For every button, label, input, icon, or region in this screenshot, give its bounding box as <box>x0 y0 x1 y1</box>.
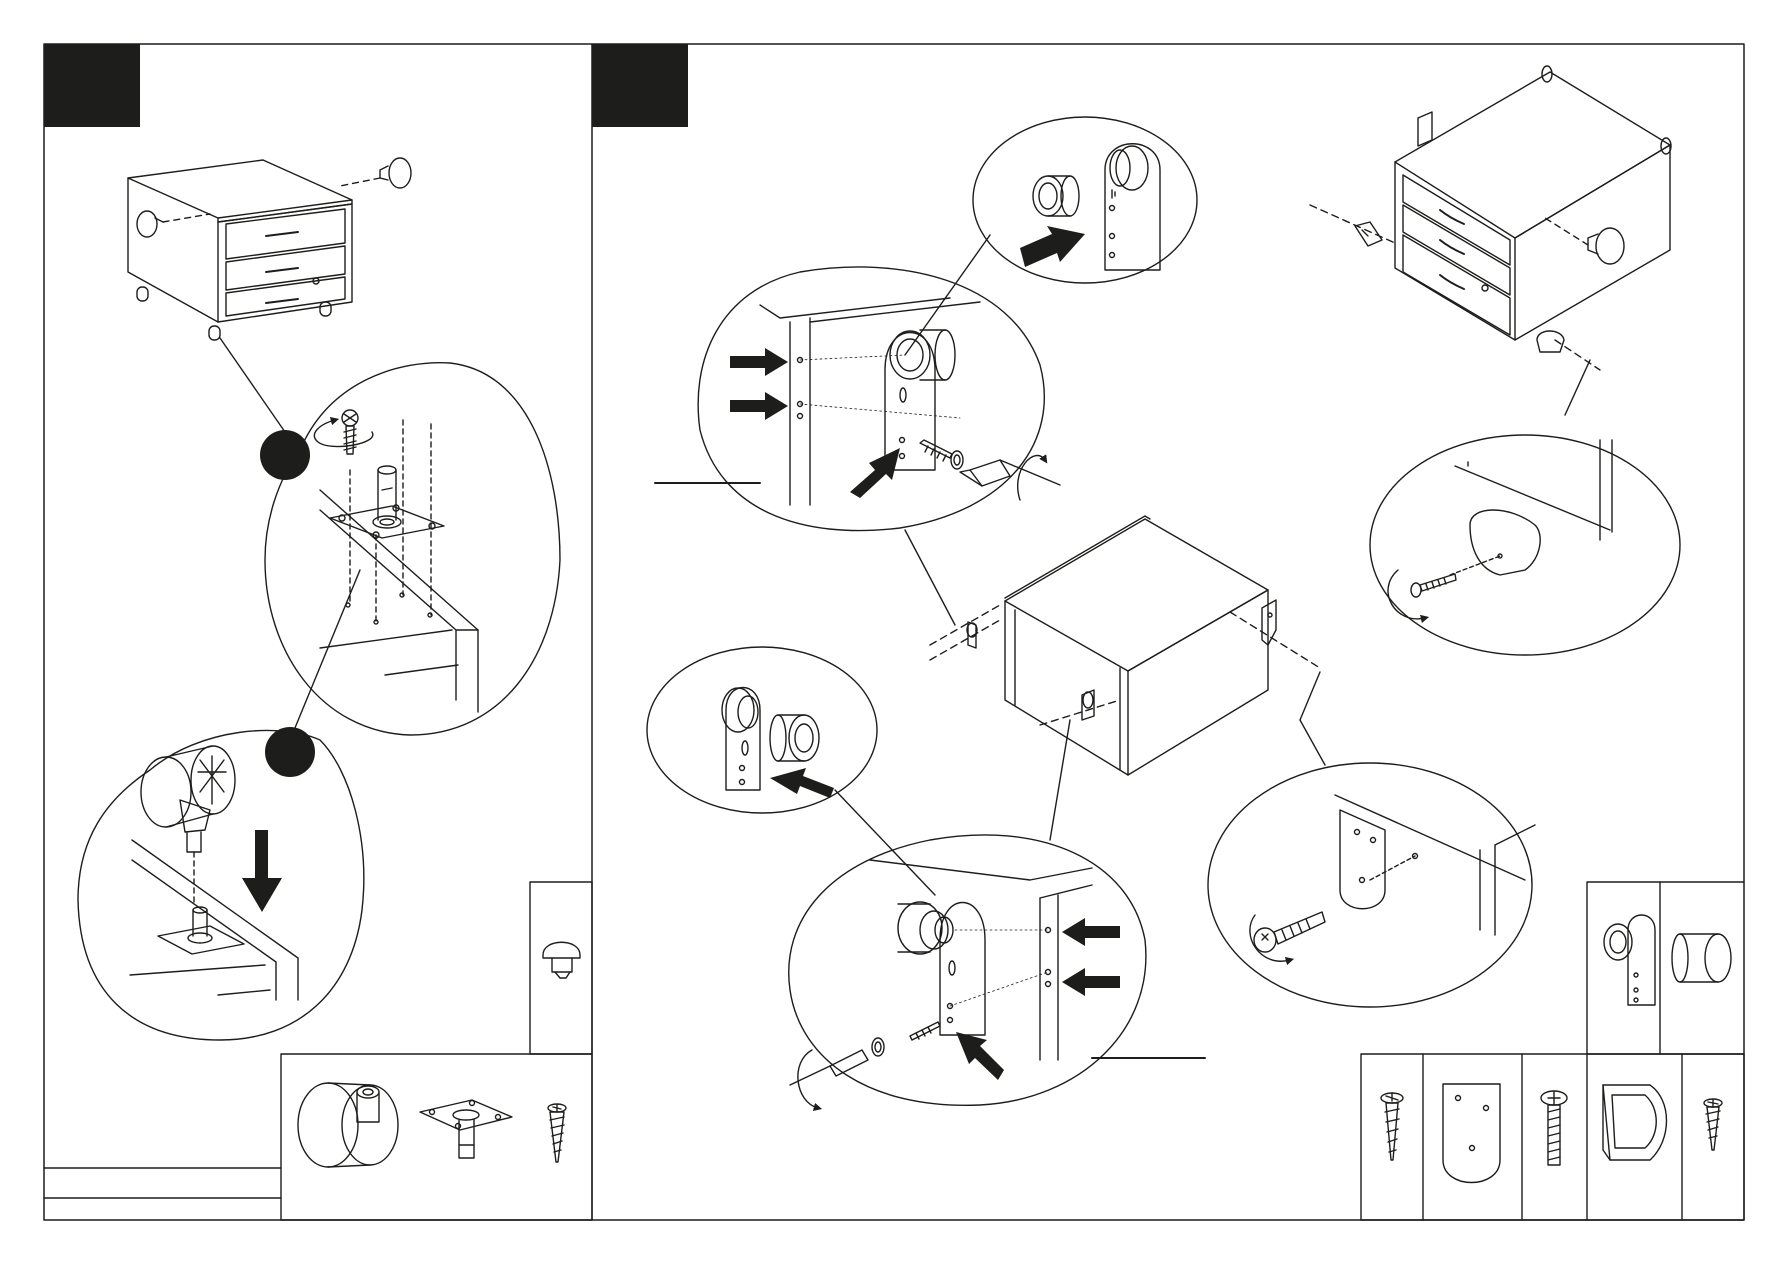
push-arrow-icon <box>1062 968 1120 996</box>
push-arrow-icon <box>770 768 834 798</box>
detail-rear-bracket <box>1208 763 1535 1007</box>
step-1-badge <box>44 44 140 127</box>
push-arrow-icon <box>730 348 788 376</box>
screw-icon <box>872 1022 940 1056</box>
rotation-arrow-icon <box>798 1050 818 1108</box>
screw-icon <box>1411 574 1456 597</box>
detail-corner-cap <box>1370 435 1680 655</box>
detail-sleeve-top <box>973 117 1197 283</box>
detail-caster-insertion <box>78 730 364 1040</box>
leader-line <box>1300 672 1320 720</box>
page-border <box>44 44 1744 1220</box>
rotation-arrow-icon <box>314 420 373 447</box>
parts-box-cap-plug <box>530 882 592 1054</box>
leader-line <box>290 570 360 740</box>
push-arrow-icon <box>730 392 788 420</box>
detail-rear-runner <box>789 835 1146 1108</box>
leader-line <box>905 235 990 355</box>
rotation-arrow-icon <box>1250 915 1290 961</box>
step-2-assembled-cabinet <box>1310 66 1671 370</box>
step-2-badge <box>592 44 688 127</box>
callout-marker <box>260 430 310 480</box>
leader-line <box>1050 720 1070 840</box>
step-1-overview-cabinet <box>128 158 411 340</box>
callout-marker <box>265 727 315 777</box>
leader-line <box>905 530 955 625</box>
leader-line <box>1565 360 1590 415</box>
push-arrow-icon <box>956 1032 1004 1080</box>
push-arrow-icon <box>1020 226 1085 267</box>
parts-box-caster <box>281 1054 592 1220</box>
parts-grid-step-2 <box>1361 882 1744 1220</box>
screw-icon <box>1254 912 1325 952</box>
push-arrow-icon <box>1062 918 1120 946</box>
step-2-cabinet-body <box>930 516 1320 775</box>
detail-front-runner <box>698 267 1060 531</box>
leader-line <box>220 338 285 432</box>
push-arrow-icon <box>850 448 900 498</box>
detail-sleeve-left <box>647 647 877 813</box>
screw-icon <box>548 1104 566 1162</box>
screwdriver-icon <box>830 1050 868 1076</box>
caption-rules <box>44 1168 281 1198</box>
detail-mounting-plate <box>265 363 560 735</box>
screw-icon <box>342 410 358 454</box>
leader-line <box>1300 720 1325 765</box>
push-arrow-icon <box>242 830 282 912</box>
screw-icon <box>920 440 963 469</box>
